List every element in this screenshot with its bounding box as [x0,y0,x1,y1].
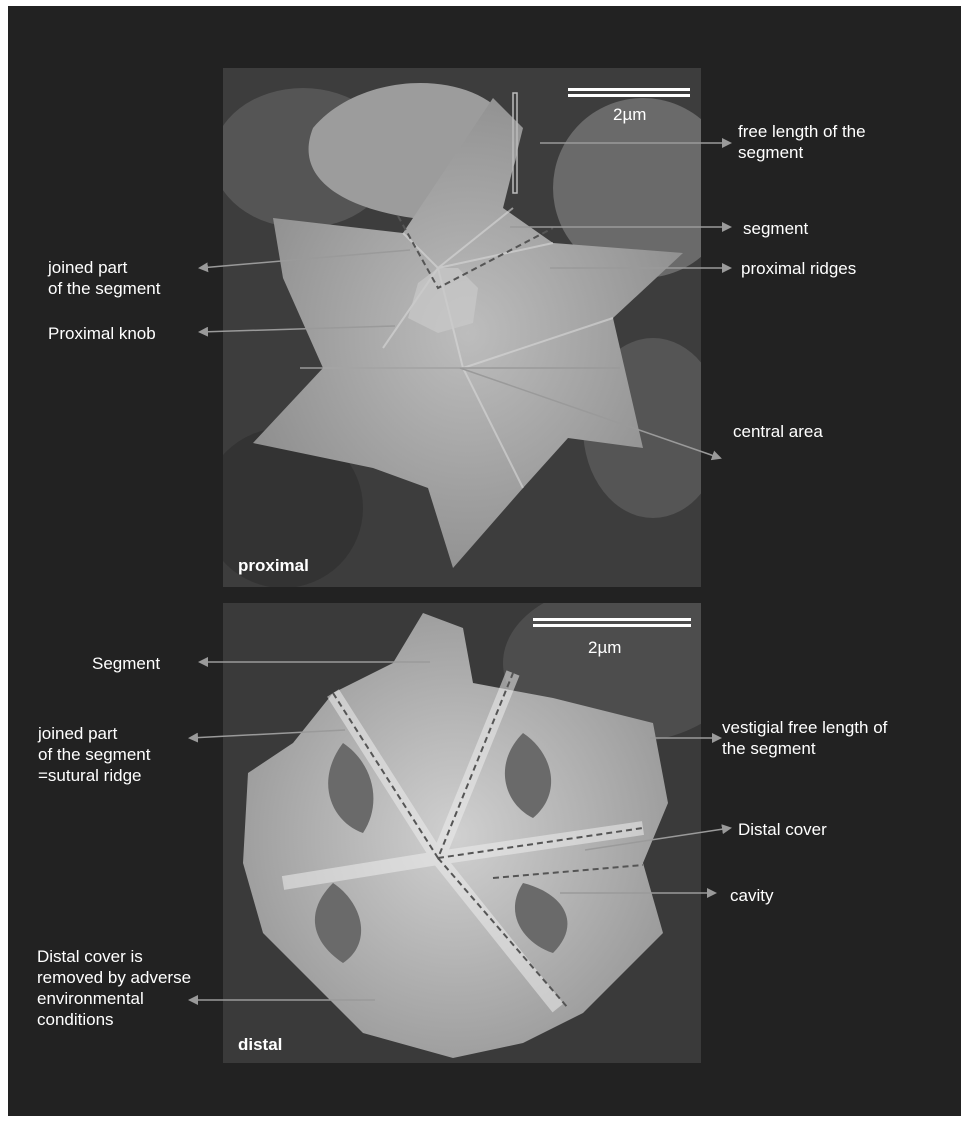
label-central-area: central area [733,421,823,442]
label-removed-line3: environmental [37,988,191,1009]
label-vestigial: vestigial free length of the segment [722,717,887,759]
distal-specimen-graphic [223,603,701,1063]
panel-label-distal: distal [238,1035,282,1055]
panel-label-proximal: proximal [238,556,309,576]
label-joined-part-bottom: joined part of the segment =sutural ridg… [38,723,150,786]
label-cavity: cavity [730,885,773,906]
label-segment-bottom: Segment [92,653,160,674]
label-distal-cover: Distal cover [738,819,827,840]
label-removed-line4: conditions [37,1009,191,1030]
label-cover-removed: Distal cover is removed by adverse envir… [37,946,191,1030]
label-proximal-knob: Proximal knob [48,323,156,344]
label-removed-line1: Distal cover is [37,946,191,967]
sem-image-proximal: proximal 2µm [223,68,701,587]
label-vestigial-line1: vestigial free length of [722,717,887,738]
label-joined-bottom-line3: =sutural ridge [38,765,150,786]
label-vestigial-line2: the segment [722,738,887,759]
label-joined-top-line2: of the segment [48,278,160,299]
label-free-length-line2: segment [738,142,866,163]
label-joined-part-top: joined part of the segment [48,257,160,299]
label-joined-top-line1: joined part [48,257,160,278]
scale-bar-label-top: 2µm [613,105,646,125]
label-proximal-ridges: proximal ridges [741,258,856,279]
sem-image-distal: distal 2µm [223,603,701,1063]
label-joined-bottom-line1: joined part [38,723,150,744]
label-removed-line2: removed by adverse [37,967,191,988]
label-free-length-line1: free length of the [738,121,866,142]
label-free-length: free length of the segment [738,121,866,163]
scale-bar-label-bottom: 2µm [588,638,621,658]
label-segment-top: segment [743,218,808,239]
proximal-specimen-graphic [223,68,701,587]
label-joined-bottom-line2: of the segment [38,744,150,765]
